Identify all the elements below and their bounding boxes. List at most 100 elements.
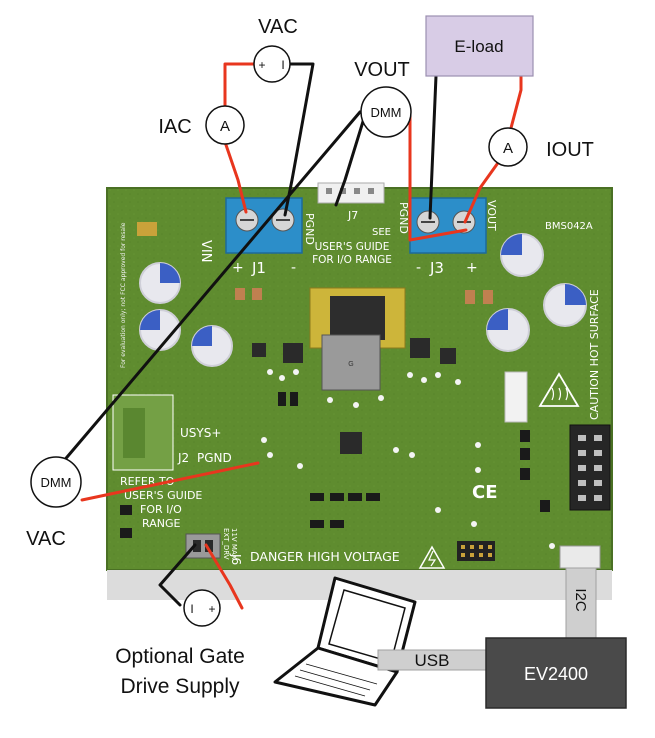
- transformer-core: [330, 296, 385, 340]
- connector-j7-pins: [326, 188, 374, 194]
- vout-dmm: VOUT DMM: [354, 59, 412, 138]
- silk-j1-plus: +: [232, 260, 244, 276]
- iac-label: IAC: [158, 116, 191, 138]
- silk-j1-minus: -: [291, 260, 296, 276]
- silk-j2: J2: [177, 451, 189, 465]
- resistor-b: [483, 290, 493, 304]
- vout-label: VOUT: [354, 59, 410, 81]
- silk-pgnd-right: PGND: [397, 202, 410, 234]
- i2c-cable: I2C: [565, 567, 597, 641]
- wire-iac-to-j1: [223, 140, 248, 214]
- iout-ammeter-symbol: [488, 127, 528, 167]
- iac-ammeter-letter: A: [220, 118, 230, 135]
- gate-supply-symbol: [183, 589, 221, 627]
- capacitor-c4-band: [501, 234, 522, 255]
- silk-for-io-range: FOR I/O RANGE: [312, 254, 392, 266]
- ic-controller: [340, 432, 362, 454]
- shunt-resistor: [504, 371, 528, 423]
- wire-dmm-to-j7: [334, 113, 367, 207]
- e-load: E-load: [425, 15, 534, 77]
- silk-11v-max: 11V MAX: [230, 528, 238, 560]
- i2c-cable-body: [565, 567, 597, 641]
- wiring: [60, 62, 523, 610]
- vac-dmm-text: DMM: [40, 475, 71, 490]
- silk-see: SEE: [372, 227, 391, 238]
- silk-j2-pgnd: PGND: [197, 451, 232, 465]
- silk-j6: J6: [229, 553, 243, 565]
- silk-users-guide-top: USER'S GUIDE: [315, 241, 390, 253]
- chip-a: [137, 222, 157, 236]
- vac-dmm: DMM VAC: [26, 456, 82, 550]
- silk-disclaimer: For evaluation only; not FCC approved fo…: [120, 222, 127, 368]
- silk-vout: VOUT: [485, 200, 498, 231]
- vac-source-label: VAC: [258, 16, 298, 38]
- iout-ammeter-letter: A: [503, 140, 513, 157]
- ce-mark: CE: [472, 482, 498, 503]
- silk-range: RANGE: [142, 517, 180, 530]
- silk-caution: CAUTION HOT SURFACE: [588, 289, 601, 420]
- silk-users-guide-bottom: USER'S GUIDE: [124, 489, 202, 502]
- vac-dmm-label: VAC: [26, 528, 66, 550]
- terminal-j3: [409, 197, 487, 254]
- gate-supply-label-line2: Drive Supply: [120, 675, 240, 698]
- ev2400-adapter: EV2400: [485, 637, 627, 709]
- vac-source-minus: I: [281, 58, 284, 72]
- wire-dmm-bottom-red: [80, 461, 260, 502]
- small-components: [120, 222, 611, 561]
- wire-eload-to-iout: [509, 74, 523, 130]
- silk-j3-minus: -: [416, 260, 421, 276]
- laptop-keyboard: [273, 646, 399, 707]
- silk-for-io: FOR I/O: [140, 503, 182, 516]
- silk-pgnd-left: PGND: [303, 213, 316, 245]
- ic-u1: [283, 343, 303, 363]
- ce-mark-text: CE: [472, 482, 498, 503]
- vac-source: VAC + I: [253, 16, 298, 83]
- vac-dmm-symbol: [30, 456, 82, 508]
- ev2400-box: [485, 637, 627, 709]
- vac-source-plus: +: [258, 58, 265, 72]
- wire-gate-black: [158, 543, 197, 607]
- silk-j1: J1: [251, 259, 266, 277]
- resistor-d: [252, 288, 262, 300]
- ic-u2: [410, 338, 430, 358]
- vac-source-symbol: [253, 45, 291, 83]
- iout-ammeter: A IOUT: [488, 127, 594, 167]
- i2c-label: I2C: [572, 588, 589, 612]
- capacitor-c1-band: [160, 263, 180, 283]
- silk-usys: USYS+: [180, 426, 221, 440]
- silkscreen: VIN + J1 - PGND J7 SEE USER'S GUIDE FOR …: [120, 200, 601, 565]
- high-voltage-triangle: [418, 545, 446, 569]
- j2-pad-inner: [123, 408, 145, 458]
- wire-gate-red: [204, 543, 244, 610]
- main-ic-logo: G: [348, 361, 353, 368]
- i2c-header-pins: [578, 435, 602, 501]
- e-load-label: E-load: [454, 37, 503, 56]
- silk-ext-drv: EXT_DRV: [222, 528, 230, 560]
- header-2x4-pins: [461, 545, 492, 557]
- laptop-keys: [294, 663, 378, 697]
- capacitors: [139, 233, 587, 367]
- iac-ammeter: IAC A: [158, 105, 245, 145]
- vout-dmm-symbol: [360, 86, 412, 138]
- resistor-a: [465, 290, 475, 304]
- wire-iout-to-vout: [463, 158, 502, 224]
- ic-u3: [440, 348, 456, 364]
- ic-u4: [252, 343, 266, 357]
- capacitor-c2-band: [140, 310, 160, 330]
- gate-drive-supply: I + Optional Gate Drive Supply: [115, 589, 245, 698]
- wire-dmm-bottom-black: [60, 110, 362, 465]
- evaluation-board: G: [106, 182, 613, 600]
- iout-label: IOUT: [546, 139, 594, 161]
- lightning-icon: [428, 550, 437, 567]
- i2c-header: [569, 424, 611, 511]
- silk-j3-plus: +: [466, 260, 478, 276]
- connector-j6: [185, 533, 221, 559]
- wire-eload-to-pgnd: [428, 74, 438, 220]
- iac-ammeter-symbol: [205, 105, 245, 145]
- capacitor-c3-band: [192, 326, 212, 346]
- ev2400-label: EV2400: [524, 664, 588, 684]
- laptop-icon: [273, 576, 417, 707]
- jumpers: [120, 392, 550, 538]
- wire-vac-to-iac: [223, 62, 257, 107]
